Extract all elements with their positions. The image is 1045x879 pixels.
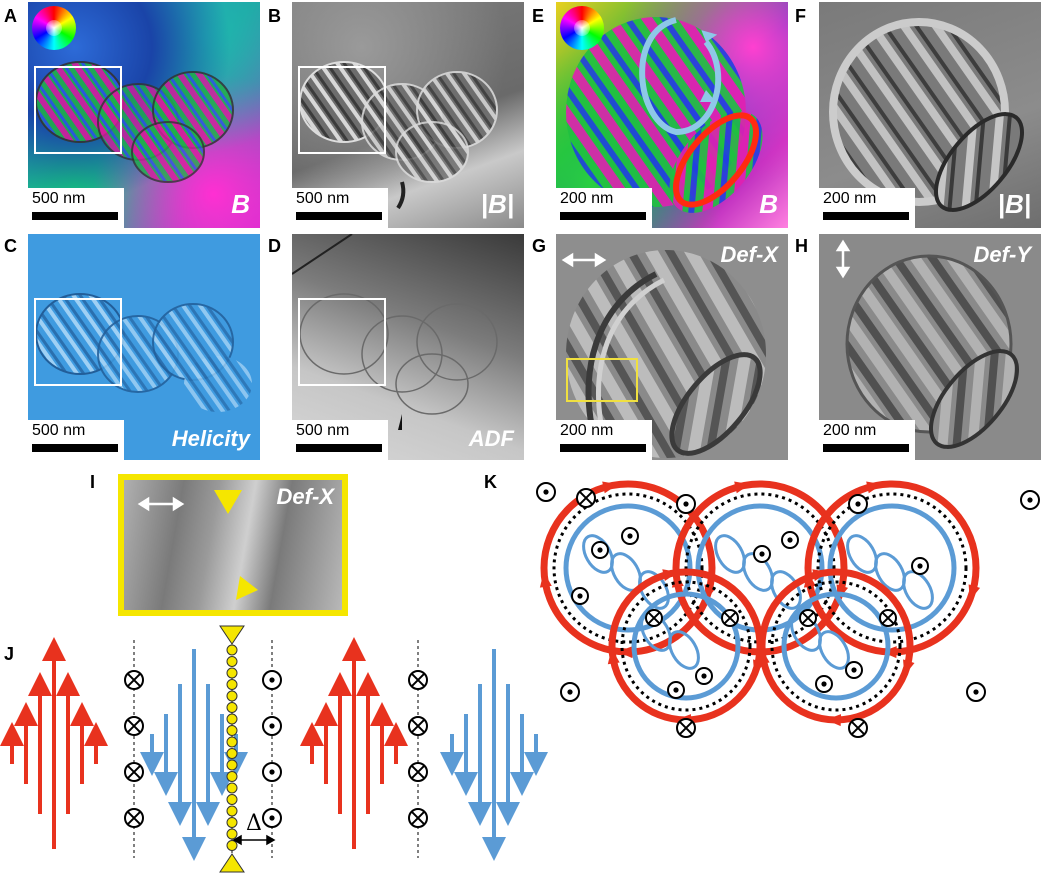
dotted-boundary [684, 492, 836, 644]
panel-h-domains [835, 239, 1020, 449]
panel-i-markers [137, 490, 258, 600]
panel-a-magnetic-field-color-map: 500 nm B [28, 2, 260, 228]
panel-b-tag: |B| [480, 189, 514, 219]
triangle-marker-top [214, 490, 242, 514]
panel-d-domains [292, 234, 498, 430]
blue-circulation-ring [781, 591, 891, 701]
panel-i-tag: Def-X [276, 484, 334, 509]
panel-label-c: C [4, 236, 17, 256]
scale-bar: 200 nm [819, 420, 915, 460]
scale-bar: 500 nm [28, 188, 124, 228]
panel-c-tag: Helicity [171, 426, 250, 451]
panel-label-a: A [4, 6, 17, 26]
scale-bar: 200 nm [556, 188, 652, 228]
panel-label-j: J [4, 644, 15, 664]
panel-label-i: I [90, 472, 96, 492]
region-box [298, 298, 386, 386]
blue-circulation-ring [563, 503, 693, 633]
panel-e-domains [566, 17, 763, 213]
blue-circulation-ring [827, 503, 957, 633]
domain-wall-dot [226, 690, 238, 702]
panel-j-schematic: Δ [0, 625, 548, 873]
panel-c-helicity-map: 500 nm Helicity [28, 234, 260, 460]
scale-bar: 500 nm [292, 420, 388, 460]
panel-f-tag: |B| [997, 189, 1031, 219]
domain-wall-dot [226, 794, 238, 805]
panel-b-domains [299, 61, 498, 210]
color-wheel-icon [560, 6, 604, 50]
domain-wall-dot [226, 725, 238, 736]
domain-wall-dot [226, 748, 238, 759]
panel-d-tag: ADF [468, 426, 514, 451]
scale-bar: 500 nm [28, 420, 124, 460]
dotted-boundary [770, 580, 902, 712]
region-box [34, 298, 122, 386]
domain-wall-dot [226, 771, 238, 782]
panel-h-tag: Def-Y [973, 242, 1031, 267]
scale-bar: 200 nm [556, 420, 652, 460]
color-wheel-icon [32, 6, 76, 50]
panel-d-adf-image: 500 nm ADF [292, 234, 524, 460]
domain-wall-dot [226, 667, 238, 679]
panel-g-defocus-x: 200 nm Def-X [556, 234, 788, 460]
panel-label-e: E [532, 6, 545, 26]
domain-wall-dot [226, 817, 238, 828]
blue-circulation-ring [631, 591, 741, 701]
panel-label-k: K [484, 472, 497, 492]
domain-wall-dot [226, 840, 238, 851]
domain-wall-dot [226, 713, 238, 725]
domain-wall-dot [226, 759, 238, 771]
panel-label-f: F [795, 6, 806, 26]
panel-e-tag: B [759, 189, 778, 219]
domain-wall-dot [226, 828, 238, 840]
panel-b-field-magnitude: 500 nm |B| [292, 2, 524, 228]
panel-e-magnified-color-map: 200 nm B [556, 2, 788, 228]
triangle-marker-bottom [236, 576, 258, 600]
delta-label: Δ [246, 811, 262, 836]
region-box-yellow [566, 358, 638, 402]
dotted-boundary [620, 580, 752, 712]
scale-bar: 500 nm [292, 188, 388, 228]
domain-wall-dot [226, 644, 238, 656]
region-box [34, 66, 122, 154]
panel-i-defocus-x-detail: Def-X [118, 474, 348, 616]
dotted-boundary [552, 492, 704, 644]
panel-f-domains [829, 18, 1025, 212]
domain-wall-dot [226, 805, 238, 817]
panel-label-d: D [268, 236, 281, 256]
domain-wall-dot [226, 656, 238, 667]
domain-wall-dot [226, 702, 238, 713]
panel-label-b: B [268, 6, 281, 26]
panel-g-domains [561, 250, 766, 458]
panel-c-domains [35, 293, 252, 412]
panel-label-h: H [795, 236, 808, 256]
scale-bar: 200 nm [819, 188, 915, 228]
panel-f-magnified-magnitude: 200 nm |B| [819, 2, 1041, 228]
panel-g-tag: Def-X [720, 242, 778, 267]
region-box [298, 66, 386, 154]
panel-k-schematic [536, 480, 1040, 738]
domain-wall-dot [226, 736, 238, 748]
panel-a-domains [35, 61, 234, 183]
panel-label-g: G [532, 236, 547, 256]
panel-a-tag: B [231, 189, 250, 219]
domain-wall-dot [226, 782, 238, 794]
panel-h-defocus-y: 200 nm Def-Y [819, 234, 1041, 460]
domain-wall-dot [226, 679, 238, 690]
dotted-boundary [816, 492, 968, 644]
